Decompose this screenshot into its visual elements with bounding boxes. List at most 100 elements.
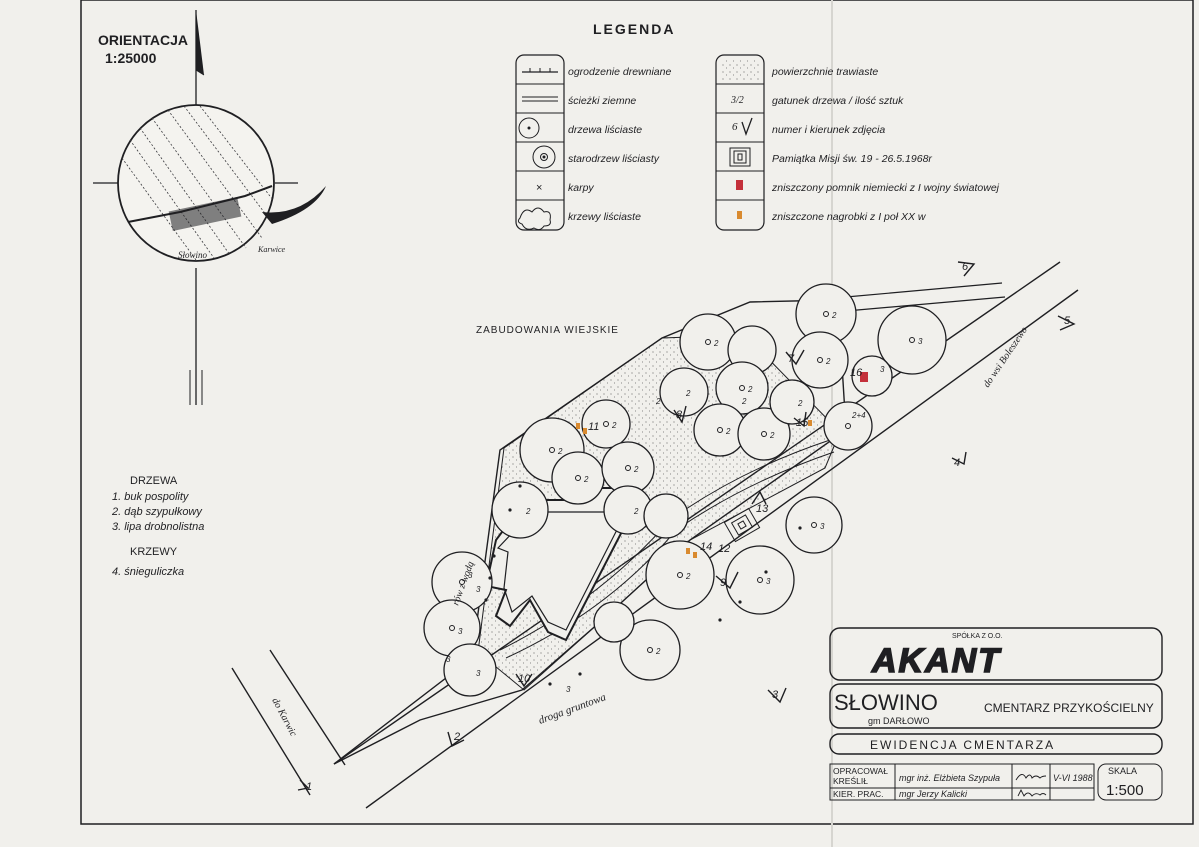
legend-left-3: starodrzew liściasty bbox=[568, 153, 660, 165]
photo-marker-16: 16 bbox=[850, 367, 863, 379]
trees-title: DRZEWA bbox=[130, 475, 178, 487]
photo-marker-11: 11 bbox=[588, 421, 599, 433]
sheet-frame bbox=[80, 0, 1194, 825]
photo-marker-8: 8 bbox=[676, 409, 683, 421]
village-lane-2 bbox=[845, 296, 1006, 312]
shrubs-title: KRZEWY bbox=[130, 546, 178, 558]
tree-canopy bbox=[659, 367, 709, 417]
tree-canopy bbox=[725, 545, 795, 615]
tree-label: 2 bbox=[633, 507, 639, 516]
tree-label: 3 bbox=[820, 522, 825, 531]
person-author: mgr inż. Elżbieta Szypuła bbox=[899, 773, 1000, 783]
tree-label: 2 bbox=[655, 647, 661, 656]
tree-canopy bbox=[643, 493, 689, 539]
doc-title-box bbox=[829, 733, 1163, 755]
destroyed-grave-icon bbox=[693, 552, 697, 558]
legend-left-0: ogrodzenie drewniane bbox=[568, 66, 671, 78]
tree-canopy bbox=[593, 601, 635, 643]
tree-species-2: 2. dąb szypułkowy bbox=[111, 506, 203, 518]
village-cluster bbox=[168, 196, 242, 232]
tree-canopy bbox=[491, 481, 549, 539]
mission-memorial-icon bbox=[723, 507, 761, 543]
village-buildings-label: ZABUDOWANIA WIEJSKIE bbox=[476, 325, 619, 336]
german-monument-icon bbox=[860, 372, 868, 382]
road-boleszewo-label: do wsi Boleszewo bbox=[981, 325, 1030, 390]
role-opracowal: OPRACOWAŁ bbox=[833, 766, 888, 776]
road-karwice-label: do Karwic bbox=[269, 696, 299, 739]
legend-left-5: krzewy liściaste bbox=[568, 211, 641, 223]
svg-text:6: 6 bbox=[732, 121, 738, 133]
legend-left-1: ścieżki ziemne bbox=[568, 95, 636, 107]
title-block: SPÓŁKA Z O.O. AKANT SŁOWINO gm DARŁOWO C… bbox=[829, 627, 1163, 801]
stump-symbol: × bbox=[536, 182, 542, 194]
tree-canopy bbox=[551, 451, 605, 505]
tree-canopy bbox=[791, 331, 849, 389]
destroyed-grave-icon bbox=[583, 428, 587, 434]
signature-table bbox=[829, 763, 1163, 801]
photo-marker-2: 2 bbox=[453, 731, 460, 743]
photo-arrows bbox=[297, 261, 1076, 791]
road-karwice-edge-2 bbox=[269, 649, 346, 766]
species-list: DRZEWA 1. buk pospolity 2. dąb szypułkow… bbox=[111, 475, 204, 578]
legend-left-4: karpy bbox=[568, 182, 594, 194]
tree-canopy bbox=[823, 401, 873, 451]
legend-right-5: zniszczone nagrobki z I poł XX w bbox=[771, 211, 927, 223]
company-logo: AKANT bbox=[871, 642, 1002, 680]
wooden-fence-symbol bbox=[522, 68, 558, 73]
photo-direction-symbol: 6 bbox=[732, 117, 753, 136]
company-box bbox=[829, 627, 1163, 681]
role-kier-prac: KIER. PRAC. bbox=[833, 789, 884, 799]
tree-canopy bbox=[877, 305, 947, 375]
photo-marker-6: 6 bbox=[962, 261, 969, 273]
photo-marker-4: 4 bbox=[954, 457, 960, 469]
doc-title: EWIDENCJA CMENTARZA bbox=[870, 738, 1055, 752]
photo-marker-15: 15 bbox=[796, 417, 809, 429]
photo-marker-9: 9 bbox=[720, 577, 726, 589]
commune-name: gm DARŁOWO bbox=[868, 716, 930, 726]
tree-label: 3 bbox=[458, 627, 463, 636]
road-boleszewo-edge-2 bbox=[365, 289, 1079, 809]
orientation-title: ORIENTACJA bbox=[98, 32, 188, 48]
tree-label: 2 bbox=[685, 389, 691, 398]
tree-label: 2 bbox=[741, 397, 747, 406]
tree-canopy bbox=[619, 619, 681, 681]
orientation-scale: 1:25000 bbox=[105, 50, 157, 66]
tree-label: 2 bbox=[725, 427, 731, 436]
orientation-map: ORIENTACJA 1:25000 Słowino Karwice bbox=[93, 10, 326, 405]
destroyed-grave-icon bbox=[576, 423, 580, 429]
church-nave bbox=[496, 511, 627, 631]
tree-label: 3 bbox=[766, 577, 771, 586]
legend-right-0: powierzchnie trawiaste bbox=[771, 66, 878, 78]
cemetery-plan: 3 3 3 3 3 2 2 2 2 2 2 2 2 2 2 2 2 2 2 2 … bbox=[231, 261, 1079, 809]
company-tag: SPÓŁKA Z O.O. bbox=[952, 631, 1003, 640]
species-count-symbol: 3/2 bbox=[730, 95, 744, 106]
tree-label: 2 bbox=[655, 397, 661, 406]
deciduous-tree-symbol bbox=[518, 117, 540, 139]
work-date: V-VI 1988 bbox=[1053, 773, 1093, 783]
tree-canopy bbox=[737, 407, 791, 461]
person-manager: mgr Jerzy Kalicki bbox=[899, 789, 968, 799]
legend-left-2: drzewa liściaste bbox=[568, 124, 642, 136]
place-name: SŁOWINO bbox=[834, 690, 938, 715]
dirt-path-symbol bbox=[522, 96, 558, 102]
tree-label: 3 bbox=[880, 365, 885, 374]
tree-label: 2 bbox=[747, 385, 753, 394]
old-tree-symbol bbox=[532, 145, 556, 169]
photo-marker-13: 13 bbox=[756, 503, 769, 515]
scale-value: 1:500 bbox=[1106, 782, 1144, 799]
tree-label: 3 bbox=[476, 669, 481, 678]
tree-trunks bbox=[449, 311, 915, 653]
tree-label: 3 bbox=[446, 655, 451, 664]
tree-label: 2 bbox=[525, 507, 531, 516]
north-arrow-icon bbox=[196, 10, 204, 75]
photo-marker-14: 14 bbox=[700, 541, 712, 553]
destroyed-grave-icon bbox=[686, 548, 690, 554]
photo-marker-1: 1 bbox=[306, 781, 312, 793]
road-karwice-edge-1 bbox=[231, 667, 311, 796]
place-box bbox=[829, 683, 1163, 729]
orientation-arc-icon bbox=[262, 186, 326, 224]
tree-canopy bbox=[715, 361, 769, 415]
tree-label: 3 bbox=[566, 685, 571, 694]
dirt-road-label: droga gruntowa bbox=[537, 691, 608, 727]
